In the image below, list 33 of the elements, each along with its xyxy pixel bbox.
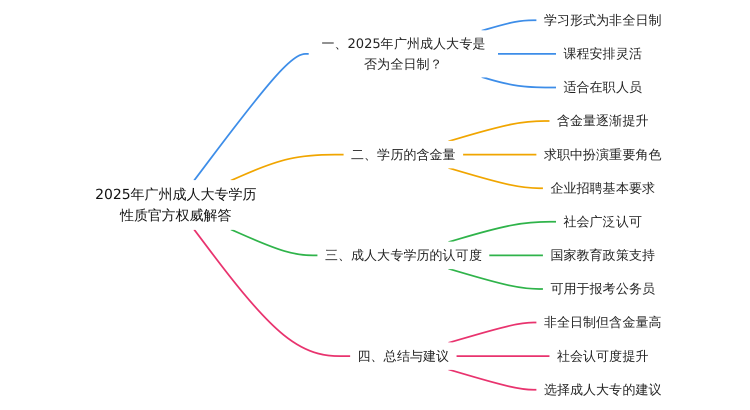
connector	[481, 76, 556, 88]
node-text: 2025年广州成人大专学历性质官方权威解答	[95, 186, 256, 224]
node-text: 选择成人大专的建议	[544, 382, 662, 398]
connector	[448, 368, 537, 391]
node-text: 四、总结与建议	[358, 348, 450, 364]
connector	[193, 53, 310, 182]
node-text: 国家教育政策支持	[550, 247, 656, 264]
connector	[448, 322, 537, 344]
node-text: 可用于报考公务员	[550, 280, 656, 297]
node-text: 社会广泛认可	[563, 214, 642, 230]
node-text: 一、2025年广州成人大专是否为全日制？	[321, 36, 486, 72]
connector	[456, 355, 550, 357]
node-text: 含金量逐渐提升	[556, 112, 648, 129]
connector	[462, 154, 537, 156]
connector	[481, 19, 537, 32]
connector	[193, 228, 351, 357]
node-text: 求职中扮演重要角色	[544, 146, 662, 162]
node-text: 适合在职人员	[563, 79, 642, 96]
node-text: 学习形式为非全日制	[544, 12, 662, 28]
connector	[488, 254, 544, 256]
node-text: 三、成人大专学历的认可度	[324, 247, 482, 264]
node-text: 企业招聘基本要求	[550, 180, 656, 196]
node-text: 社会认可度提升	[556, 348, 648, 364]
node-text: 课程安排灵活	[563, 46, 642, 62]
connector	[448, 268, 544, 290]
connector	[448, 220, 556, 243]
connector	[230, 228, 318, 256]
connector	[448, 120, 550, 142]
connector	[498, 53, 556, 55]
node-text: 二、学历的含金量	[351, 146, 456, 162]
connector	[448, 167, 544, 190]
node-text: 非全日制但含金量高	[544, 314, 662, 330]
connector	[230, 154, 344, 182]
